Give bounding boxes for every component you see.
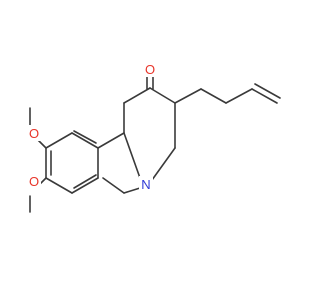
methoxy-bond-25 [37,139,47,149]
ring-bond-15 [97,132,125,149]
chain-bond-8 [174,88,202,104]
bond-layer [29,73,281,213]
methoxy-oxygen-upper-label: O [29,126,39,141]
ketone-oxygen-label: O [145,62,155,77]
atom-label-layer: O O O N [27,61,157,192]
methoxy-oxygen-lower-mask [27,173,41,189]
ring-nitrogen-label: N [141,177,150,192]
aromatic-bond-22 [71,177,99,194]
aromatic-bond-18 [45,132,73,149]
ring-bond-7 [151,147,176,181]
vinyl-bond-a-11 [251,88,278,104]
aromatic-bond-16 [71,132,99,149]
ring-bond-14 [102,177,125,194]
methoxy-oxygen-upper-mask [27,125,41,141]
molecule-structure-drawing: O O O N [27,61,281,213]
chain-bond-10 [225,88,253,104]
chain-bond-9 [200,88,227,104]
ring-nitrogen-mask [139,176,153,192]
ring-bond-2 [123,87,151,104]
ring-bond-4 [123,132,141,179]
ketone-oxygen-mask [143,61,157,77]
vinyl-bond-b-12 [254,83,281,99]
methoxy-oxygen-lower-label: O [29,174,39,189]
aromatic-bond-21 [45,177,73,194]
ring-bond-13 [123,187,141,194]
ring-bond-5 [149,87,176,104]
aromatic-bond-inner-23 [73,174,97,189]
aromatic-bond-inner-17 [73,130,97,144]
